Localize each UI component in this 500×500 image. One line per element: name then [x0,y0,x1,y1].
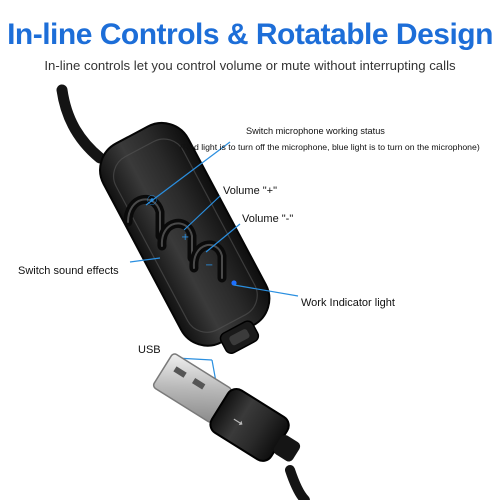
callout-mic-status-detail: (Red light is to turn off the microphone… [180,142,480,152]
callout-volume-down: Volume "-" [242,213,294,225]
usb-plug: ⭢ [152,353,301,462]
callout-sound-effects: Switch sound effects [18,265,119,277]
inline-controller [99,122,271,354]
cable-bottom [285,465,310,500]
cable-top [56,84,106,164]
callout-mic-status: Switch microphone working status [246,126,385,136]
page-subtitle: In-line controls let you control volume … [44,58,456,73]
callout-lines [129,141,299,383]
minus-icon: − [205,260,213,271]
callout-usb: USB [138,344,161,356]
control-buttons: ⦿ + − [123,194,237,286]
page-title: In-line Controls & Rotatable Design [7,18,493,51]
indicator-light [231,280,237,286]
callout-indicator-light: Work Indicator light [301,297,395,309]
plus-icon: + [181,232,189,243]
callout-volume-up: Volume "+" [223,185,277,197]
